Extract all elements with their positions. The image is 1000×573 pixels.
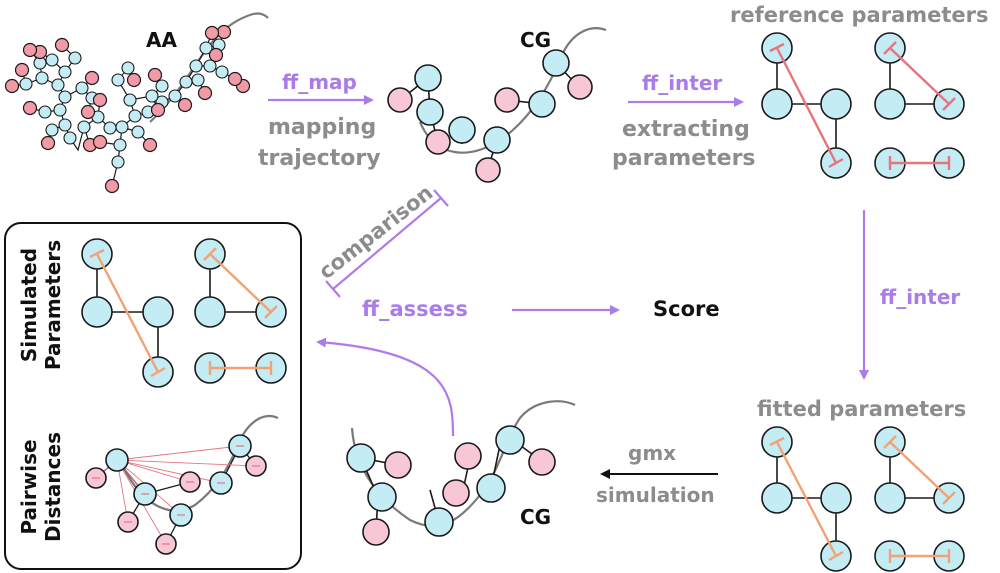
cg-top-label: CG <box>520 28 551 52</box>
fitted-parameters-label: fitted parameters <box>757 397 966 421</box>
extracting-label: extracting <box>622 117 750 142</box>
mapping-label: mapping <box>268 115 376 140</box>
reference-parameters-graphic <box>761 32 965 179</box>
gmx-label: gmx <box>628 441 676 465</box>
simulation-label: simulation <box>596 483 715 507</box>
simulated-label: Simulated <box>17 248 41 362</box>
ff-inter-right-label: ff_inter <box>880 285 960 309</box>
comparison-bracket <box>325 189 449 298</box>
aa-molecule <box>4 12 269 194</box>
reference-parameters-label: reference parameters <box>730 3 989 27</box>
score-label: Score <box>653 297 720 321</box>
parameters-side-label: Parameters <box>41 240 65 370</box>
aa-label: AA <box>146 28 177 52</box>
simulation-to-panel-arrow <box>316 337 455 437</box>
ff-inter-top-label: ff_inter <box>642 71 722 95</box>
parameters-label: parameters <box>612 146 756 171</box>
ff-map-label: ff_map <box>282 70 357 94</box>
trajectory-label: trajectory <box>258 146 381 171</box>
comparison-label: comparison <box>314 180 437 284</box>
pairwise-distances-graphic <box>85 414 279 555</box>
pairwise-label: Pairwise <box>17 439 41 534</box>
ff-assess-label: ff_assess <box>362 297 468 321</box>
simulated-parameters-graphic <box>81 238 287 388</box>
fitted-parameters-graphic <box>761 426 965 572</box>
distances-label: Distances <box>41 432 65 542</box>
cg-bottom-label: CG <box>520 505 551 529</box>
cg-bottom-molecule <box>346 400 576 546</box>
cg-top-molecule <box>387 27 607 183</box>
